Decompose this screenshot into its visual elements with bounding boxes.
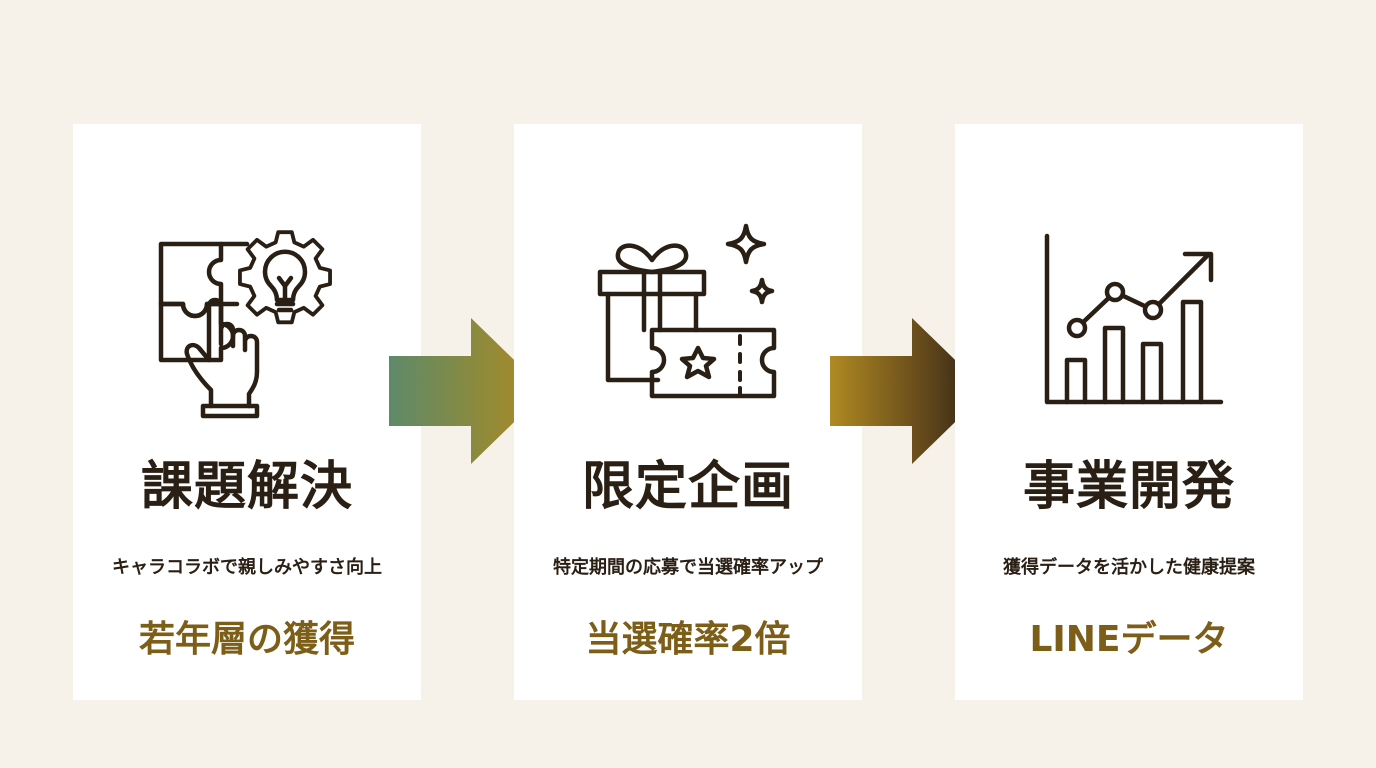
step-title: 限定企画 <box>581 456 794 517</box>
step-card-business-development: 事業開発 獲得データを活かした健康提案 LINEデータ <box>955 124 1303 700</box>
step-card-problem-solving: 課題解決 キャラコラボで親しみやすさ向上 若年層の獲得 <box>73 124 421 700</box>
step-description: 特定期間の応募で当選確率アップ <box>553 557 823 578</box>
step-description: キャラコラボで親しみやすさ向上 <box>112 557 382 578</box>
step-card-limited-campaign: 限定企画 特定期間の応募で当選確率アップ 当選確率2倍 <box>514 124 862 700</box>
step-description: 獲得データを活かした健康提案 <box>1003 557 1255 578</box>
step-result: 当選確率2倍 <box>585 619 791 660</box>
flow-arrow-2 <box>830 318 990 464</box>
step-title: 課題解決 <box>140 456 353 517</box>
puzzle-lightbulb-gear-hand-icon <box>137 220 357 430</box>
step-result: LINEデータ <box>1029 619 1229 660</box>
step-result: 若年層の獲得 <box>138 619 355 660</box>
bar-line-growth-chart-icon <box>1019 220 1239 430</box>
gift-ticket-sparkle-icon <box>578 220 798 430</box>
step-title: 事業開発 <box>1022 456 1235 517</box>
flow-arrow-1 <box>389 318 549 464</box>
